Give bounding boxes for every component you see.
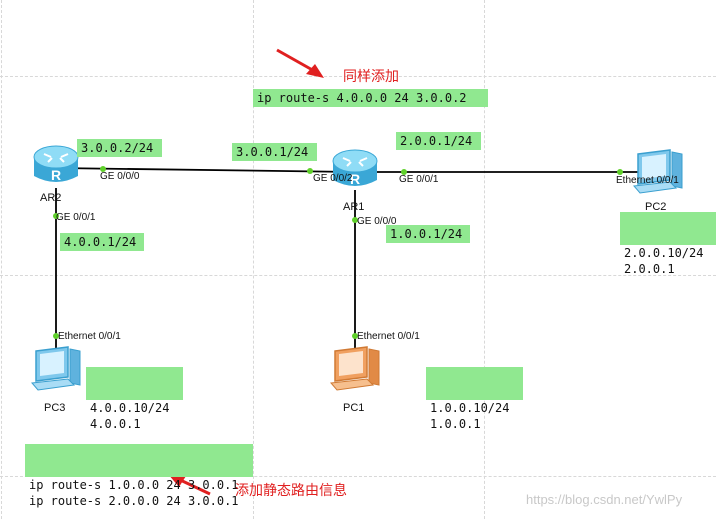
port-label-pc3-eth: Ethernet 0/0/1	[58, 331, 121, 342]
grid-line	[253, 0, 254, 519]
port-dot	[352, 217, 358, 223]
grid-line	[0, 76, 716, 77]
router-icon[interactable]: R	[31, 142, 81, 190]
arrow-head-icon	[306, 64, 324, 78]
arrow-icon	[276, 48, 317, 74]
note-bottom: 添加静态路由信息	[235, 483, 347, 499]
svg-text:R: R	[51, 167, 61, 183]
port-dot	[53, 213, 59, 219]
port-dot	[352, 333, 358, 339]
ip-label: 3.0.0.2/24	[77, 139, 162, 157]
arrow-head-icon	[168, 474, 186, 487]
port-label-ar1-ge001: GE 0/0/1	[399, 174, 439, 185]
device-name-ar1: AR1	[343, 201, 365, 213]
port-dot	[53, 333, 59, 339]
device-name-pc1: PC1	[343, 402, 365, 414]
grid-line	[0, 275, 716, 276]
port-label-pc2-eth: Ethernet 0/0/1	[616, 175, 679, 186]
port-label-ar1-ge000: GE 0/0/0	[357, 216, 397, 227]
router-icon[interactable]: R	[330, 146, 380, 194]
ar1-route-command: ip route-s 4.0.0.0 24 3.0.0.2	[253, 89, 488, 107]
grid-line	[0, 476, 716, 477]
device-name-pc3: PC3	[44, 402, 66, 414]
pc-icon[interactable]	[327, 345, 383, 395]
port-label-ar1-ge002: GE 0/0/2	[313, 173, 353, 184]
ip-label: 1.0.0.1/24	[386, 225, 470, 243]
ip-label: 4.0.0.1/24	[60, 233, 144, 251]
ip-label: 3.0.0.1/24	[232, 143, 317, 161]
port-label-ar2-ge001: GE 0/0/1	[56, 212, 96, 223]
device-name-pc2: PC2	[645, 201, 667, 213]
device-name-ar2: AR2	[40, 192, 62, 204]
port-dot	[100, 166, 106, 172]
svg-text:R: R	[350, 171, 360, 187]
port-dot	[307, 168, 313, 174]
port-label-pc1-eth: Ethernet 0/0/1	[357, 331, 420, 342]
port-dot	[617, 169, 623, 175]
grid-line	[1, 0, 2, 519]
note-top: 同样添加	[343, 69, 399, 85]
port-label-ar2-ge000: GE 0/0/0	[100, 171, 140, 182]
pc-icon[interactable]	[630, 148, 686, 198]
port-dot	[401, 169, 407, 175]
watermark: https://blog.csdn.net/YwlPy	[526, 492, 683, 507]
pc-icon[interactable]	[28, 345, 84, 395]
ip-label: 2.0.0.1/24	[396, 132, 481, 150]
grid-line	[484, 0, 485, 519]
